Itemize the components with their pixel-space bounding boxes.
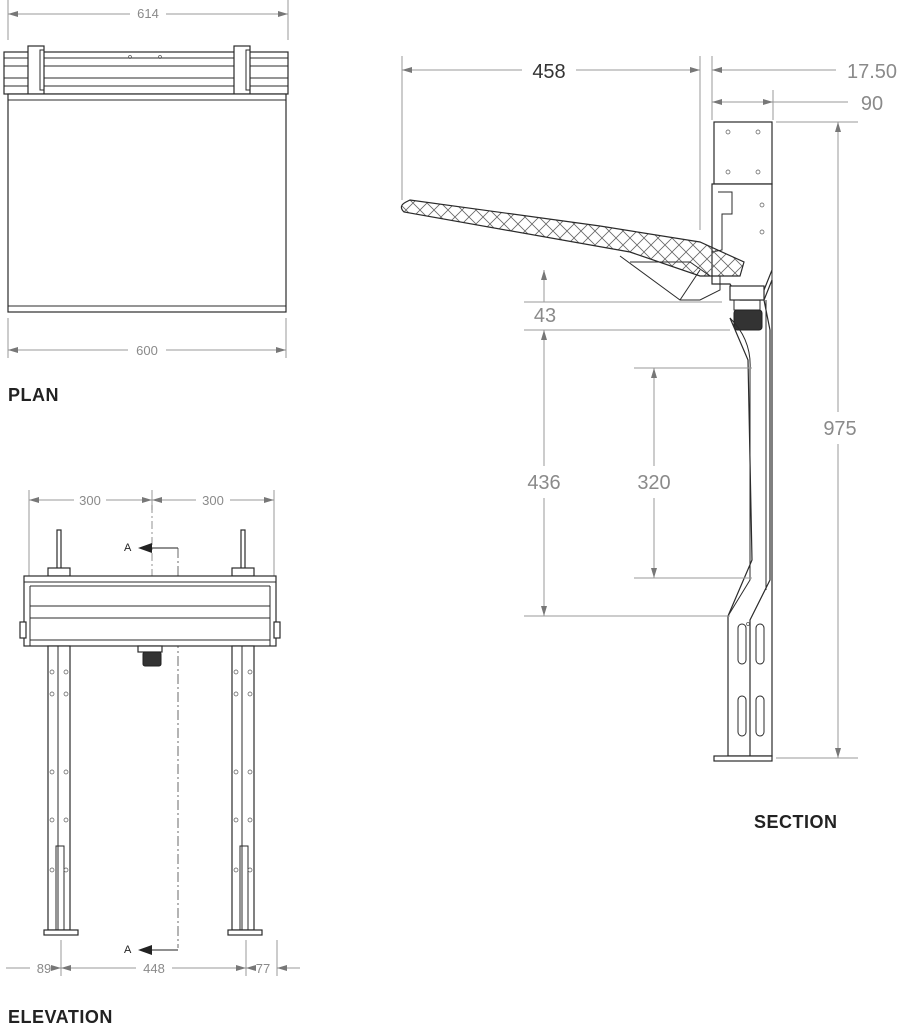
elevation-dim-448: 448 — [143, 961, 165, 976]
plan-dim-bottom: 600 — [7, 318, 287, 358]
elevation-view: 300 300 A A — [6, 490, 300, 1026]
svg-text:436: 436 — [527, 472, 560, 494]
plan-dim-614: 614 — [137, 6, 159, 21]
waste-trap — [137, 645, 163, 667]
svg-text:975: 975 — [823, 418, 856, 440]
elevation-dim-bottom: 89 448 77 — [6, 940, 300, 976]
section-trap — [729, 285, 765, 331]
section-dim-975: 975 — [776, 121, 858, 759]
section-dim-43: 43 — [524, 270, 730, 331]
svg-text:A: A — [124, 542, 132, 554]
plan-title: PLAN — [8, 385, 59, 405]
elevation-dim-89: 89 — [37, 961, 51, 976]
svg-text:320: 320 — [637, 472, 670, 494]
section-dim-436: 436 — [524, 330, 730, 617]
section-dim-320: 320 — [634, 367, 752, 579]
section-dim-17-50: 17.50 — [711, 56, 897, 120]
elevation-dim-77: 77 — [256, 961, 270, 976]
svg-text:90: 90 — [861, 93, 883, 115]
svg-text:458: 458 — [532, 61, 565, 83]
section-leg — [713, 180, 773, 762]
basin-section — [400, 199, 745, 301]
plan-dim-top: 614 — [7, 0, 289, 40]
plan-dim-600: 600 — [136, 343, 158, 358]
section-cut-marker-bottom: A — [124, 944, 178, 956]
svg-text:17.50: 17.50 — [847, 61, 897, 83]
section-dim-90: 90 — [712, 90, 883, 120]
plan-view: 614 600 PLAN — [3, 0, 289, 405]
plan-basin — [3, 45, 289, 313]
section-title: SECTION — [754, 812, 838, 832]
elevation-dim-300-right: 300 — [202, 493, 224, 508]
section-dim-458: 458 — [401, 56, 701, 230]
elevation-basin — [19, 575, 281, 647]
elevation-dim-top: 300 300 — [28, 490, 275, 580]
section-cut-marker-top: A — [124, 542, 179, 948]
section-view: 458 17.50 90 — [400, 56, 897, 832]
elevation-title: ELEVATION — [8, 1007, 113, 1026]
elevation-legs — [43, 645, 263, 936]
elevation-dim-300-left: 300 — [79, 493, 101, 508]
svg-text:A: A — [124, 944, 132, 956]
svg-text:43: 43 — [534, 305, 556, 327]
